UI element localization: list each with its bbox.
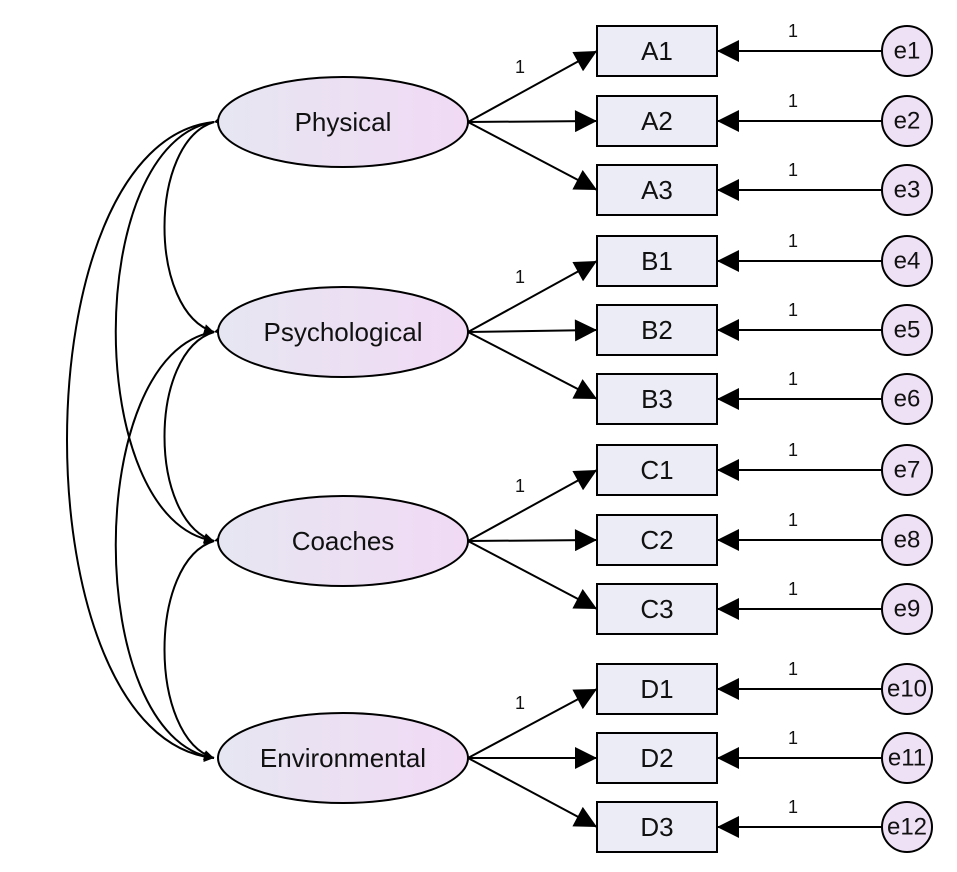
- indicator-label-c1: C1: [640, 455, 673, 485]
- covariance-layer: [66, 114, 226, 762]
- coaches-latent-ellipse: [217, 495, 469, 587]
- loading-path-c1: [467, 469, 598, 542]
- loading-weight-d1: 1: [515, 693, 525, 713]
- indicator-label-b2: B2: [641, 315, 673, 345]
- loading-path-b1: [467, 260, 598, 333]
- loading-weight-a1: 1: [515, 57, 525, 77]
- covariance-psychological-environmental: [114, 325, 225, 762]
- loading-path-d1: [467, 688, 598, 759]
- error-label-e1: e1: [894, 38, 921, 65]
- indicator-box-a2: [596, 95, 718, 147]
- indicator-label-c3: C3: [640, 594, 673, 624]
- error-label-e4: e4: [894, 248, 921, 275]
- covariance-coaches-environmental: [163, 533, 226, 760]
- indicator-label-d1: D1: [640, 674, 673, 704]
- error-circle-e7: [881, 444, 933, 496]
- environmental-latent-label: Environmental: [260, 743, 426, 773]
- indicator-box-d1: [596, 663, 718, 715]
- indicator-box-a3: [596, 164, 718, 216]
- indicator-box-b2: [596, 304, 718, 356]
- error-label-e3: e3: [894, 177, 921, 204]
- loading-path-b2: [467, 319, 598, 342]
- loading-path-a3: [467, 121, 598, 191]
- error-weight-e3: 1: [788, 160, 798, 180]
- loading-weight-b1: 1: [515, 267, 525, 287]
- error-weight-e10: 1: [788, 659, 798, 679]
- loading-path-a2: [467, 110, 598, 133]
- error-weight-e2: 1: [788, 91, 798, 111]
- error-circle-e4: [881, 235, 933, 287]
- error-weight-e12: 1: [788, 797, 798, 817]
- error-weight-e9: 1: [788, 579, 798, 599]
- covariance-physical-coaches: [114, 115, 225, 545]
- covariance-physical-environmental: [66, 115, 225, 762]
- environmental-latent-ellipse: [217, 712, 469, 804]
- error-label-e7: e7: [894, 457, 921, 484]
- error-weight-e11: 1: [788, 728, 798, 748]
- error-weight-e7: 1: [788, 440, 798, 460]
- indicator-box-d3: [596, 801, 718, 853]
- indicator-box-a1: [596, 25, 718, 77]
- loading-path-c2: [467, 529, 598, 552]
- indicator-label-a3: A3: [641, 175, 673, 205]
- error-circle-e2: [881, 95, 933, 147]
- error-weight-e1: 1: [788, 21, 798, 41]
- error-label-e6: e6: [894, 386, 921, 413]
- indicator-label-d2: D2: [640, 743, 673, 773]
- error-weight-e6: 1: [788, 369, 798, 389]
- covariance-psychological-coaches: [163, 324, 226, 543]
- error-label-e10: e10: [887, 676, 927, 703]
- error-label-e11: e11: [888, 745, 926, 772]
- error-circle-e1: [881, 25, 933, 77]
- error-label-e12: e12: [887, 814, 927, 841]
- error-weight-e8: 1: [788, 510, 798, 530]
- error-circle-e11: [881, 732, 933, 784]
- error-circle-e12: [881, 801, 933, 853]
- loading-weight-c1: 1: [515, 476, 525, 496]
- error-label-e8: e8: [894, 527, 921, 554]
- covariance-physical-psychological: [163, 114, 226, 334]
- loading-path-b3: [467, 331, 598, 400]
- loading-path-d3: [467, 757, 598, 828]
- indicator-label-b3: B3: [641, 384, 673, 414]
- psychological-latent-ellipse: [217, 286, 469, 378]
- error-weight-e4: 1: [788, 231, 798, 251]
- indicator-label-c2: C2: [640, 525, 673, 555]
- error-circle-e3: [881, 164, 933, 216]
- indicator-box-b3: [596, 373, 718, 425]
- error-circle-e6: [881, 373, 933, 425]
- error-label-e2: e2: [894, 108, 921, 135]
- error-circle-e10: [881, 663, 933, 715]
- loading-path-c3: [467, 540, 598, 610]
- error-circle-e8: [881, 514, 933, 566]
- indicator-label-b1: B1: [641, 246, 673, 276]
- indicator-label-a2: A2: [641, 106, 673, 136]
- indicator-box-b1: [596, 235, 718, 287]
- loading-path-a1: [467, 50, 598, 123]
- indicator-box-c1: [596, 444, 718, 496]
- indicator-label-a1: A1: [641, 36, 673, 66]
- indicator-label-d3: D3: [640, 812, 673, 842]
- error-weight-e5: 1: [788, 300, 798, 320]
- psychological-latent-label: Psychological: [264, 317, 423, 347]
- coaches-latent-label: Coaches: [292, 526, 395, 556]
- error-circle-e5: [881, 304, 933, 356]
- error-label-e5: e5: [894, 317, 921, 344]
- physical-latent-label: Physical: [295, 107, 392, 137]
- indicator-box-c3: [596, 583, 718, 635]
- physical-latent-ellipse: [217, 76, 469, 168]
- error-label-e9: e9: [894, 596, 921, 623]
- path-layer: 1 1 1 1 1 1 1 1 1 1 1 1 1 1 1 1: [467, 21, 882, 838]
- indicator-box-d2: [596, 732, 718, 784]
- indicator-box-c2: [596, 514, 718, 566]
- error-circle-e9: [881, 583, 933, 635]
